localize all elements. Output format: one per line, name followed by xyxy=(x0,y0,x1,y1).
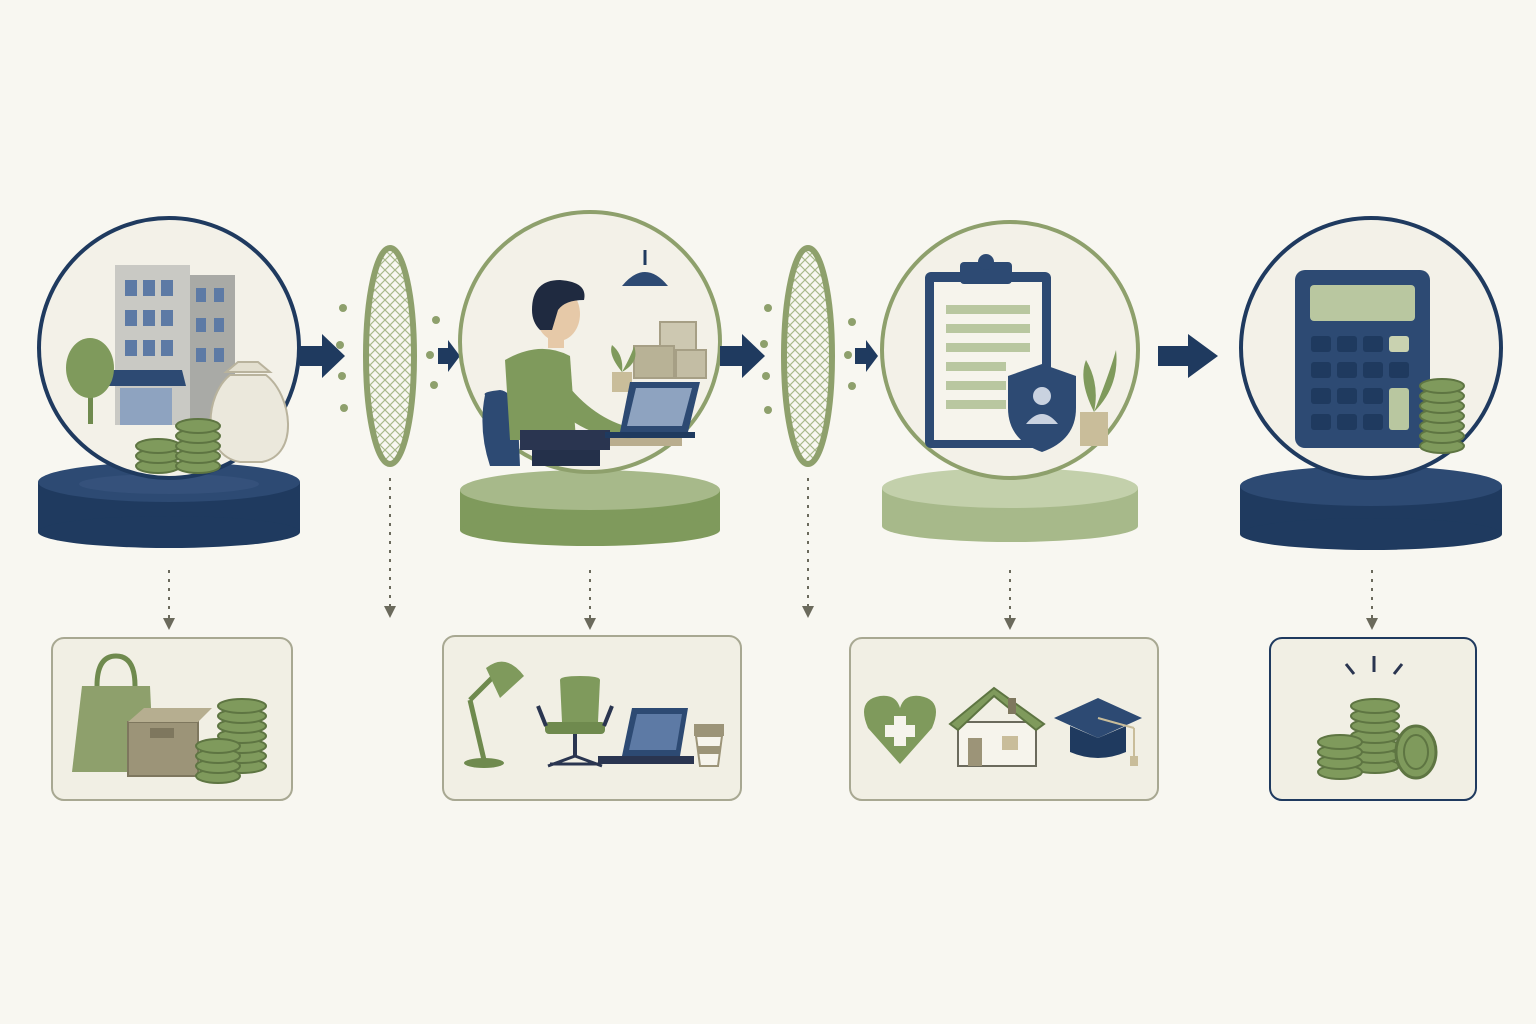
coin-stack-icon xyxy=(195,698,267,784)
graduation-cap-icon xyxy=(1054,698,1142,766)
laptop-icon xyxy=(598,708,694,764)
office-building-icon xyxy=(108,265,235,425)
desk-lamp-icon xyxy=(464,661,524,768)
stage-business-income xyxy=(37,216,301,548)
olive-pedestal xyxy=(460,470,720,546)
filter-screen-1 xyxy=(363,245,417,618)
house-icon xyxy=(948,686,1046,767)
particle-dots-2 xyxy=(760,304,856,414)
boxes-icon xyxy=(633,321,707,379)
coin-stack-icon xyxy=(1419,378,1465,454)
stage-tax-calculation xyxy=(1239,216,1503,550)
navy-pedestal xyxy=(1240,466,1502,550)
coffee-cup-icon xyxy=(694,724,724,767)
coin-stack-icon xyxy=(1317,698,1400,780)
particle-dots-1 xyxy=(336,304,440,412)
plant-icon xyxy=(611,345,636,392)
flow-arrow-4 xyxy=(855,340,878,372)
pendant-lamp-icon xyxy=(622,250,668,286)
flow-arrow-2 xyxy=(438,340,460,372)
office-chair-icon xyxy=(536,676,614,768)
stage-home-office xyxy=(458,210,722,546)
shield-user-icon xyxy=(1008,364,1076,452)
navy-pedestal xyxy=(38,462,300,548)
coin-icon xyxy=(1394,724,1438,780)
flow-arrow-3 xyxy=(720,334,765,378)
personal-deductions-card xyxy=(849,637,1159,801)
flow-arrow-1 xyxy=(300,334,345,378)
flow-arrow-5 xyxy=(1158,334,1218,378)
drop-lines xyxy=(163,570,1378,630)
calculator-icon xyxy=(1295,270,1430,448)
heart-plus-icon xyxy=(864,695,936,764)
stage-insurance-records xyxy=(880,220,1140,542)
sparkle-lines xyxy=(1344,656,1404,675)
tree-icon xyxy=(66,338,114,424)
home-office-expenses-card xyxy=(442,635,742,801)
business-expenses-card xyxy=(51,637,293,801)
plant-icon xyxy=(1080,350,1117,446)
person-at-laptop-icon xyxy=(482,280,700,466)
net-result-card xyxy=(1269,637,1477,801)
money-bag-icon xyxy=(209,361,289,463)
olive-pedestal xyxy=(882,468,1138,542)
filter-screen-2 xyxy=(781,245,835,618)
coin-stack-icon xyxy=(135,418,221,474)
